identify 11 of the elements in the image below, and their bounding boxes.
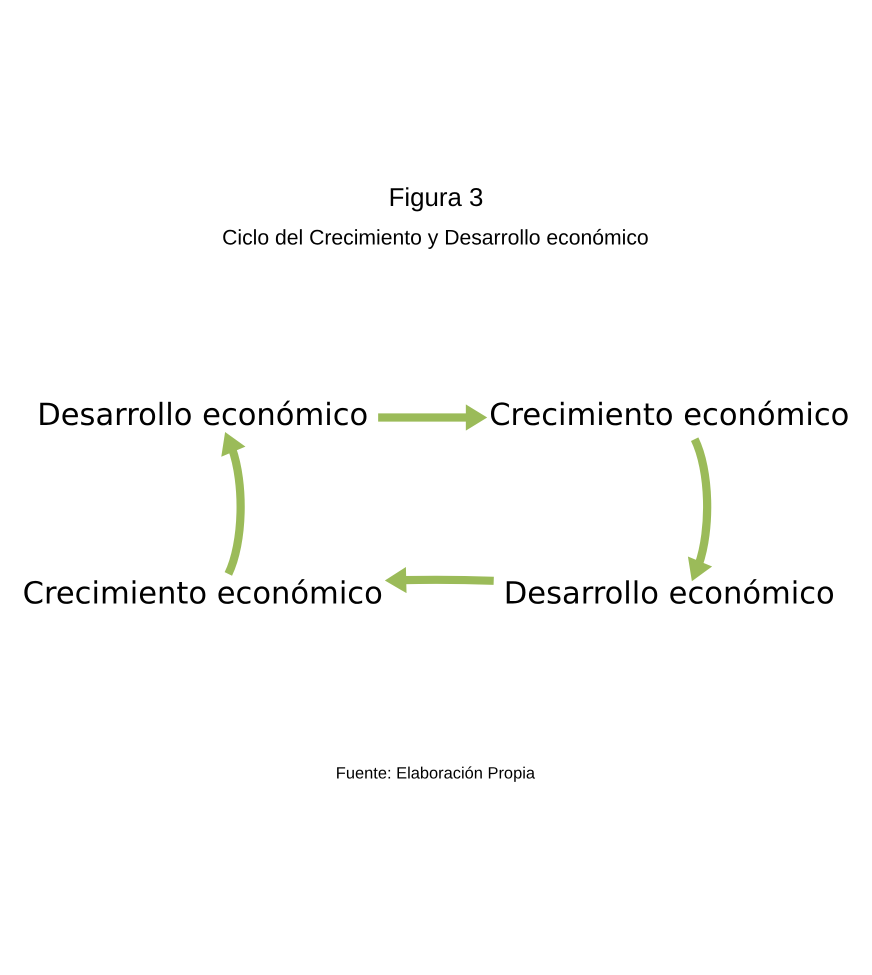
- label: Fuente: Elaboración Propia: [336, 764, 536, 782]
- arrow: [221, 431, 246, 576]
- node-text: Desarrollo económico: [37, 397, 368, 432]
- node-text: Crecimiento económico: [489, 397, 850, 432]
- arrow: [378, 404, 488, 430]
- arrow: [384, 566, 494, 593]
- diagram-title: Figura 3: [388, 184, 484, 212]
- label: Ciclo del Crecimiento y Desarrollo económico: [222, 226, 649, 250]
- node-text: Crecimiento económico: [22, 576, 383, 612]
- node-text: Desarrollo económico: [504, 576, 835, 612]
- arrow: [688, 437, 712, 581]
